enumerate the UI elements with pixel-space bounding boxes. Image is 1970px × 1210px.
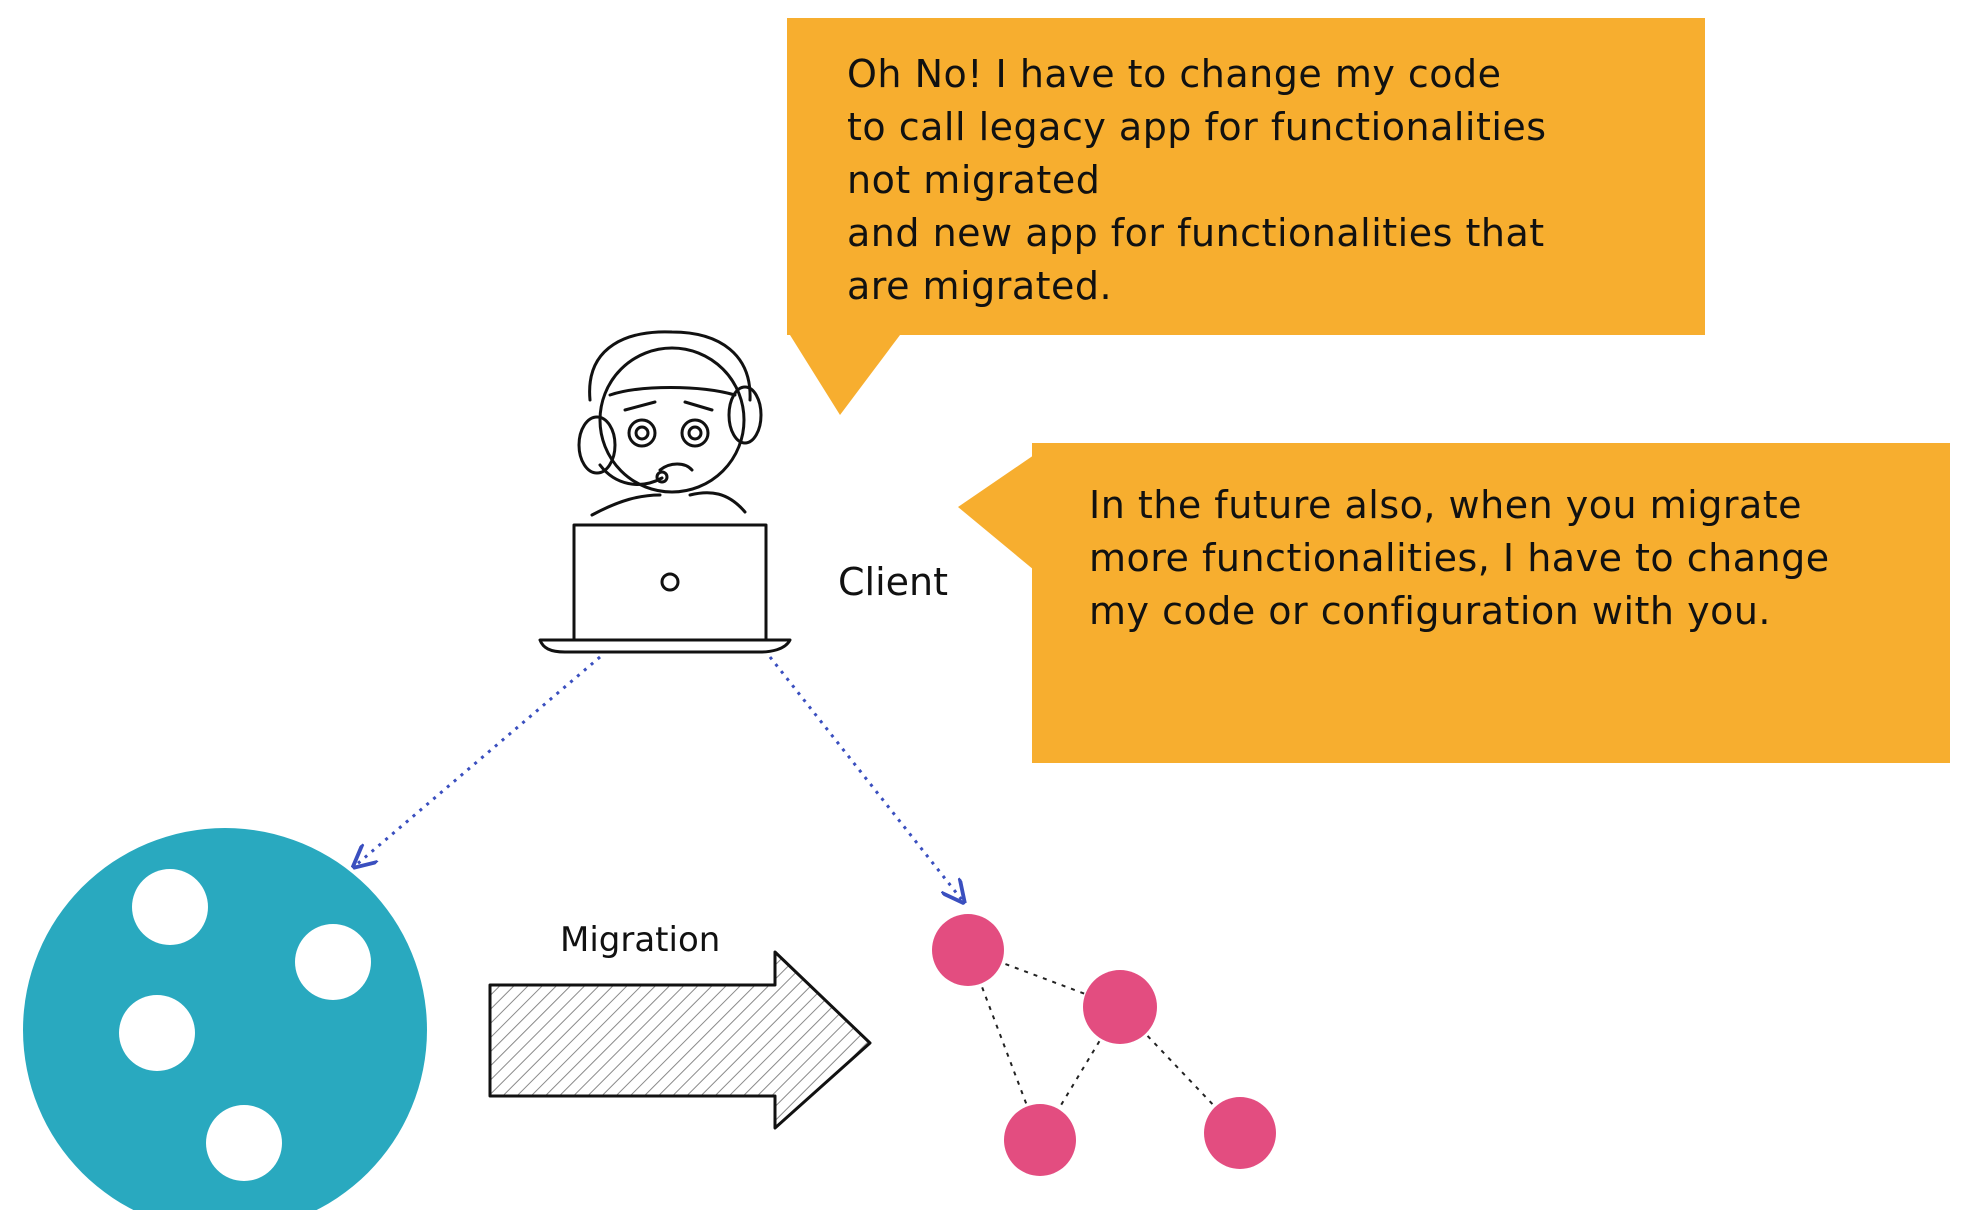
migration-label: Migration [560, 920, 721, 960]
bubble-top-line-5: are migrated. [847, 264, 1113, 308]
connector-to-new-app [768, 656, 962, 900]
bubble-top-line-2: to call legacy app for functionalities [847, 105, 1547, 149]
legacy-module-2 [295, 924, 371, 1000]
service-node-4 [1204, 1097, 1276, 1169]
client-label: Client [838, 560, 949, 604]
service-node-2 [1083, 970, 1157, 1044]
bubble-top-tail [790, 335, 900, 415]
bubble-top-line-4: and new app for functionalities that [847, 211, 1545, 255]
bubble-right-line-1: In the future also, when you migrate [1089, 483, 1803, 527]
service-node-3 [1004, 1104, 1076, 1176]
migration-arrow-icon [488, 950, 872, 1130]
new-app-icon [932, 914, 1276, 1176]
legacy-module-1 [132, 869, 208, 945]
legacy-module-3 [119, 995, 195, 1071]
bubble-right-line-3: my code or configuration with you. [1089, 589, 1771, 633]
bubble-right-tail [958, 455, 1034, 570]
bubble-top-line-1: Oh No! I have to change my code [847, 52, 1502, 96]
speech-bubble-top: Oh No! I have to change my code to call … [787, 18, 1705, 335]
speech-bubble-right: In the future also, when you migrate mor… [1032, 443, 1950, 763]
legacy-module-4 [206, 1105, 282, 1181]
service-node-1 [932, 914, 1004, 986]
connector-to-legacy [356, 655, 601, 865]
bubble-right-line-2: more functionalities, I have to change [1089, 536, 1830, 580]
legacy-app-icon [23, 828, 427, 1210]
client-icon [538, 330, 792, 654]
bubble-top-line-3: not migrated [847, 158, 1101, 202]
